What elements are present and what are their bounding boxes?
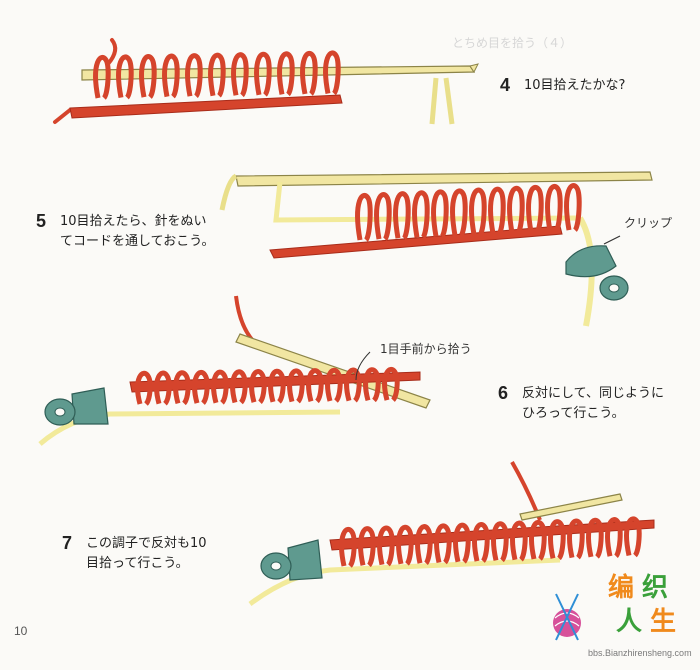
step-number: 5 [36,211,47,231]
figure-step-7 [248,461,655,607]
yarn-loop [393,191,411,240]
clip-icon [565,245,617,278]
yarn-loop [453,522,471,564]
watermark-char: 人 [616,607,643,637]
yarn-loop [339,526,357,568]
yarn-loop [277,51,295,97]
yarn-loop [526,184,544,234]
yarn-tail [53,108,72,124]
loops-row-6 [135,366,400,406]
clip-icon [287,539,323,581]
step-number: 7 [62,533,73,553]
watermark-char: 生 [650,607,677,637]
yarn-loop [564,183,582,232]
yarn-loop [325,367,343,403]
yarn-loop [116,54,134,100]
watermark-char: 织 [642,573,669,603]
yarn-loop [434,523,452,565]
watermark: 编 织 人 生 bbs.Bianzhirensheng.com [550,573,692,664]
crochet-hook [519,493,623,521]
chain-base [69,94,343,119]
yarn-loop [192,369,210,405]
yarn-ball-logo [553,593,581,641]
loops-row-5 [355,183,582,242]
step-number: 6 [498,383,509,403]
crochet-hook [235,171,653,187]
yarn-loop [162,53,180,99]
step-text: この調子で反対も10 目拾って行こう。 [86,536,207,571]
cord [219,173,238,211]
yarn-loop [415,524,433,565]
watermark-url: bbs.Bianzhirensheng.com [588,648,692,658]
yarn-loop [358,526,376,568]
yarn-loop [605,517,623,558]
yarn-loop [548,519,566,561]
hook-tip [469,63,479,73]
figure-step-6 [38,295,431,446]
yarn-loop [185,53,203,98]
yarn-loop [363,367,381,403]
pick-up-label: 1目手前から拾う [380,342,472,356]
yarn-loop [93,55,111,100]
yarn-loop [231,52,249,98]
step-number: 4 [500,75,511,95]
step-7: 7 この調子で反対も10 目拾って行こう。 [62,533,252,574]
yarn-loop [586,517,604,559]
clip-label: クリップ [624,216,673,230]
yarn-loop [567,518,585,560]
loops-row-7 [339,516,642,568]
yarn-loop [230,369,248,405]
yarn-loop [374,192,392,241]
yarn-loop [377,525,395,567]
yarn-loop [382,366,400,402]
yarn-loop [491,521,509,563]
figure-step-5 [219,171,653,327]
step-4: 4 10目拾えたかな? [500,75,690,96]
cord-ends [429,77,455,125]
pointer-line [603,235,621,245]
yarn-loop [139,54,157,99]
yarn-loop [529,519,547,561]
yarn-loop [268,368,286,404]
step-text: 10目拾えたら、針をぬい てコードを通しておこう。 [60,214,215,249]
step-text: 反対にして、同じように ひろって行こう。 [522,386,664,421]
yarn-loop [355,192,373,242]
loops-row-4 [93,50,341,100]
yarn-loop [249,369,267,404]
yarn-loop [545,183,563,233]
yarn-loop [412,190,430,240]
yarn-loop [488,186,506,236]
yarn-loop [208,52,226,98]
yarn-loop [306,368,324,404]
yarn-loop [469,187,487,237]
pointer-line [355,351,371,381]
yarn-loop [211,369,229,405]
yarn-loop [507,185,525,235]
yarn-loop [396,524,414,566]
yarn-loop [431,189,449,239]
step-text: 10目拾えたかな? [524,78,626,93]
watermark-char: 编 [608,573,635,603]
yarn-loop [472,522,490,563]
yarn-loop [300,50,318,96]
yarn-loop [287,368,305,404]
yarn-tail [106,38,118,66]
yarn-loop [154,370,172,406]
cord [273,181,581,223]
step-5: 5 10目拾えたら、針をぬい てコードを通しておこう。 [36,211,256,252]
step-6: 6 反対にして、同じように ひろって行こう。 [498,383,694,424]
yarn-loop [254,51,272,97]
page-number: 10 [14,624,28,638]
yarn-loop [135,370,153,406]
faint-heading: とちめ目を拾う（４） [452,36,573,50]
yarn-loop [323,50,341,96]
yarn-loop [173,370,191,406]
yarn-loop [450,188,468,238]
figure-step-4 [53,38,479,125]
yarn-loop [510,520,528,562]
yarn-loop [624,516,642,558]
clip-icon [71,387,109,425]
